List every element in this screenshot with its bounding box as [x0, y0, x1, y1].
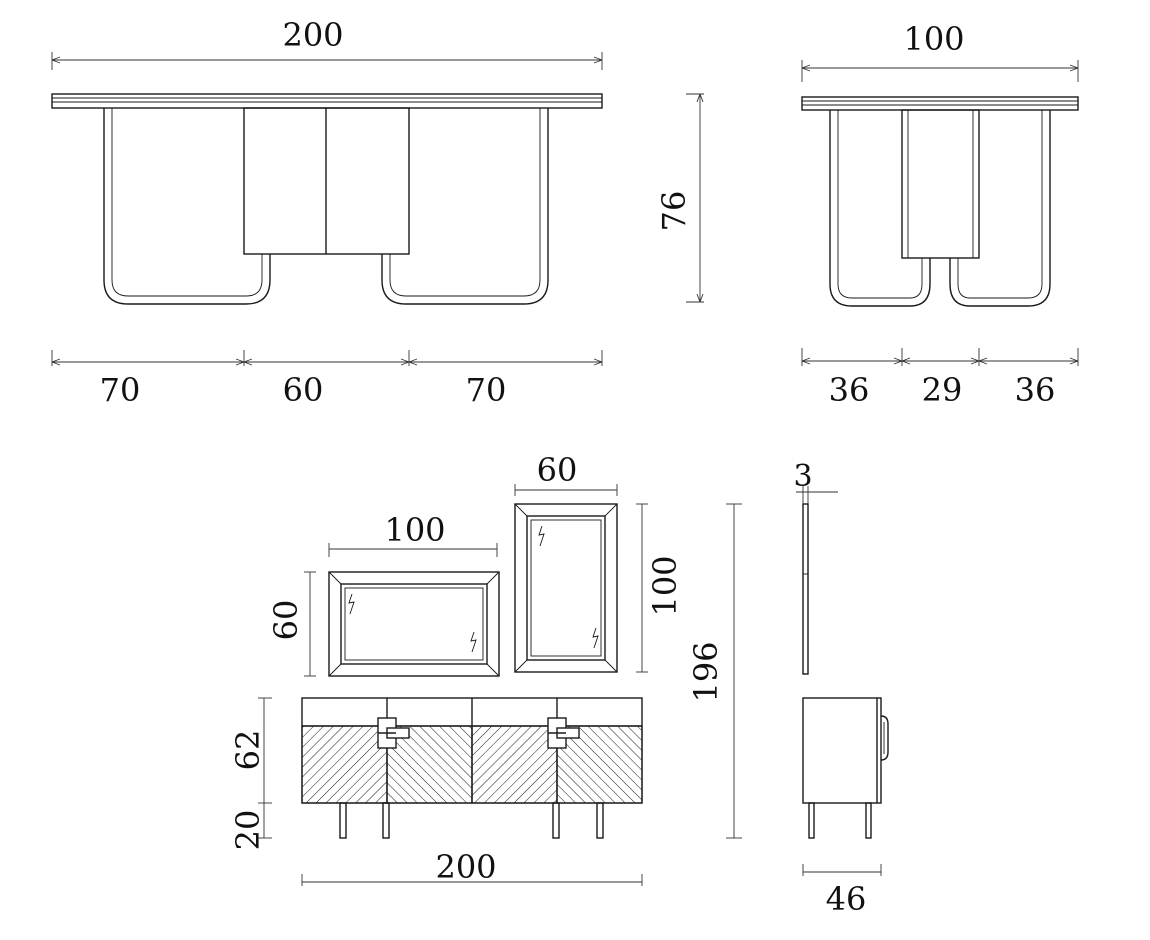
table-top [51, 93, 603, 109]
sideboard-width-dimension: 200 [301, 848, 643, 886]
sideboard-handle [547, 717, 580, 749]
mirror-thickness-dimension: 3 [793, 459, 838, 504]
sideboard-depth-label: 46 [826, 880, 867, 918]
table-height-label: 76 [655, 191, 693, 232]
table-height-dimension: 76 [655, 93, 704, 303]
mirror-vertical-height-label: 100 [646, 555, 684, 616]
table-side-cabinet [901, 109, 980, 259]
total-height-dimension: 196 [687, 503, 742, 839]
table-side-view: 100 36 29 36 [801, 20, 1079, 409]
table-side-segments-dimension: 36 29 36 [801, 348, 1079, 409]
sideboard-side-handle [880, 715, 889, 761]
table-side-segment-center: 29 [922, 371, 963, 409]
glare-icon [470, 631, 477, 653]
sideboard-side-view: 46 [802, 697, 889, 918]
mirror-vertical-width-dimension: 60 [514, 451, 618, 496]
mirror-side-view: 3 [793, 459, 838, 675]
table-right-leg [381, 108, 549, 305]
sideboard-height-dimension: 62 20 [229, 697, 272, 851]
table-side-top [801, 96, 1079, 111]
table-front-width-label: 200 [282, 16, 343, 54]
mirror-horizontal: 100 60 [267, 511, 500, 677]
table-front-segment-center: 60 [283, 371, 324, 409]
table-side-width-label: 100 [903, 20, 964, 58]
table-side-segment-left: 36 [829, 371, 870, 409]
sideboard-depth-dimension: 46 [802, 864, 882, 918]
mirror-horizontal-height-dimension: 60 [267, 571, 316, 677]
total-height-label: 196 [687, 641, 725, 702]
sideboard-leg-height-label: 20 [229, 810, 267, 851]
table-left-leg [103, 108, 271, 305]
sideboard-handle [377, 717, 410, 749]
table-front-view: 200 70 60 70 [51, 16, 704, 409]
table-side-width-dimension: 100 [801, 20, 1079, 82]
table-front-segment-left: 70 [100, 371, 141, 409]
mirror-vertical-width-label: 60 [537, 451, 578, 489]
mirror-vertical-height-dimension: 100 [636, 503, 684, 673]
sideboard-body-height-label: 62 [229, 730, 267, 771]
sideboard-front: 200 62 20 [229, 697, 643, 886]
table-front-segment-right: 70 [466, 371, 507, 409]
mirror-horizontal-height-label: 60 [267, 600, 305, 641]
mirror-thickness-label: 3 [793, 459, 812, 494]
sideboard-legs [339, 802, 604, 839]
mirror-vertical: 60 100 [514, 451, 684, 673]
sideboard-width-label: 200 [435, 848, 496, 886]
glare-icon [348, 593, 355, 615]
table-side-right-leg [949, 110, 1051, 307]
table-front-segments-dimension: 70 60 70 [51, 350, 603, 409]
table-side-segment-right: 36 [1015, 371, 1056, 409]
glare-icon [538, 525, 545, 547]
mirror-horizontal-width-dimension: 100 [328, 511, 498, 557]
glare-icon [592, 627, 599, 649]
table-side-left-leg [829, 110, 931, 307]
table-front-width-dimension: 200 [51, 16, 603, 70]
mirror-horizontal-width-label: 100 [384, 511, 445, 549]
